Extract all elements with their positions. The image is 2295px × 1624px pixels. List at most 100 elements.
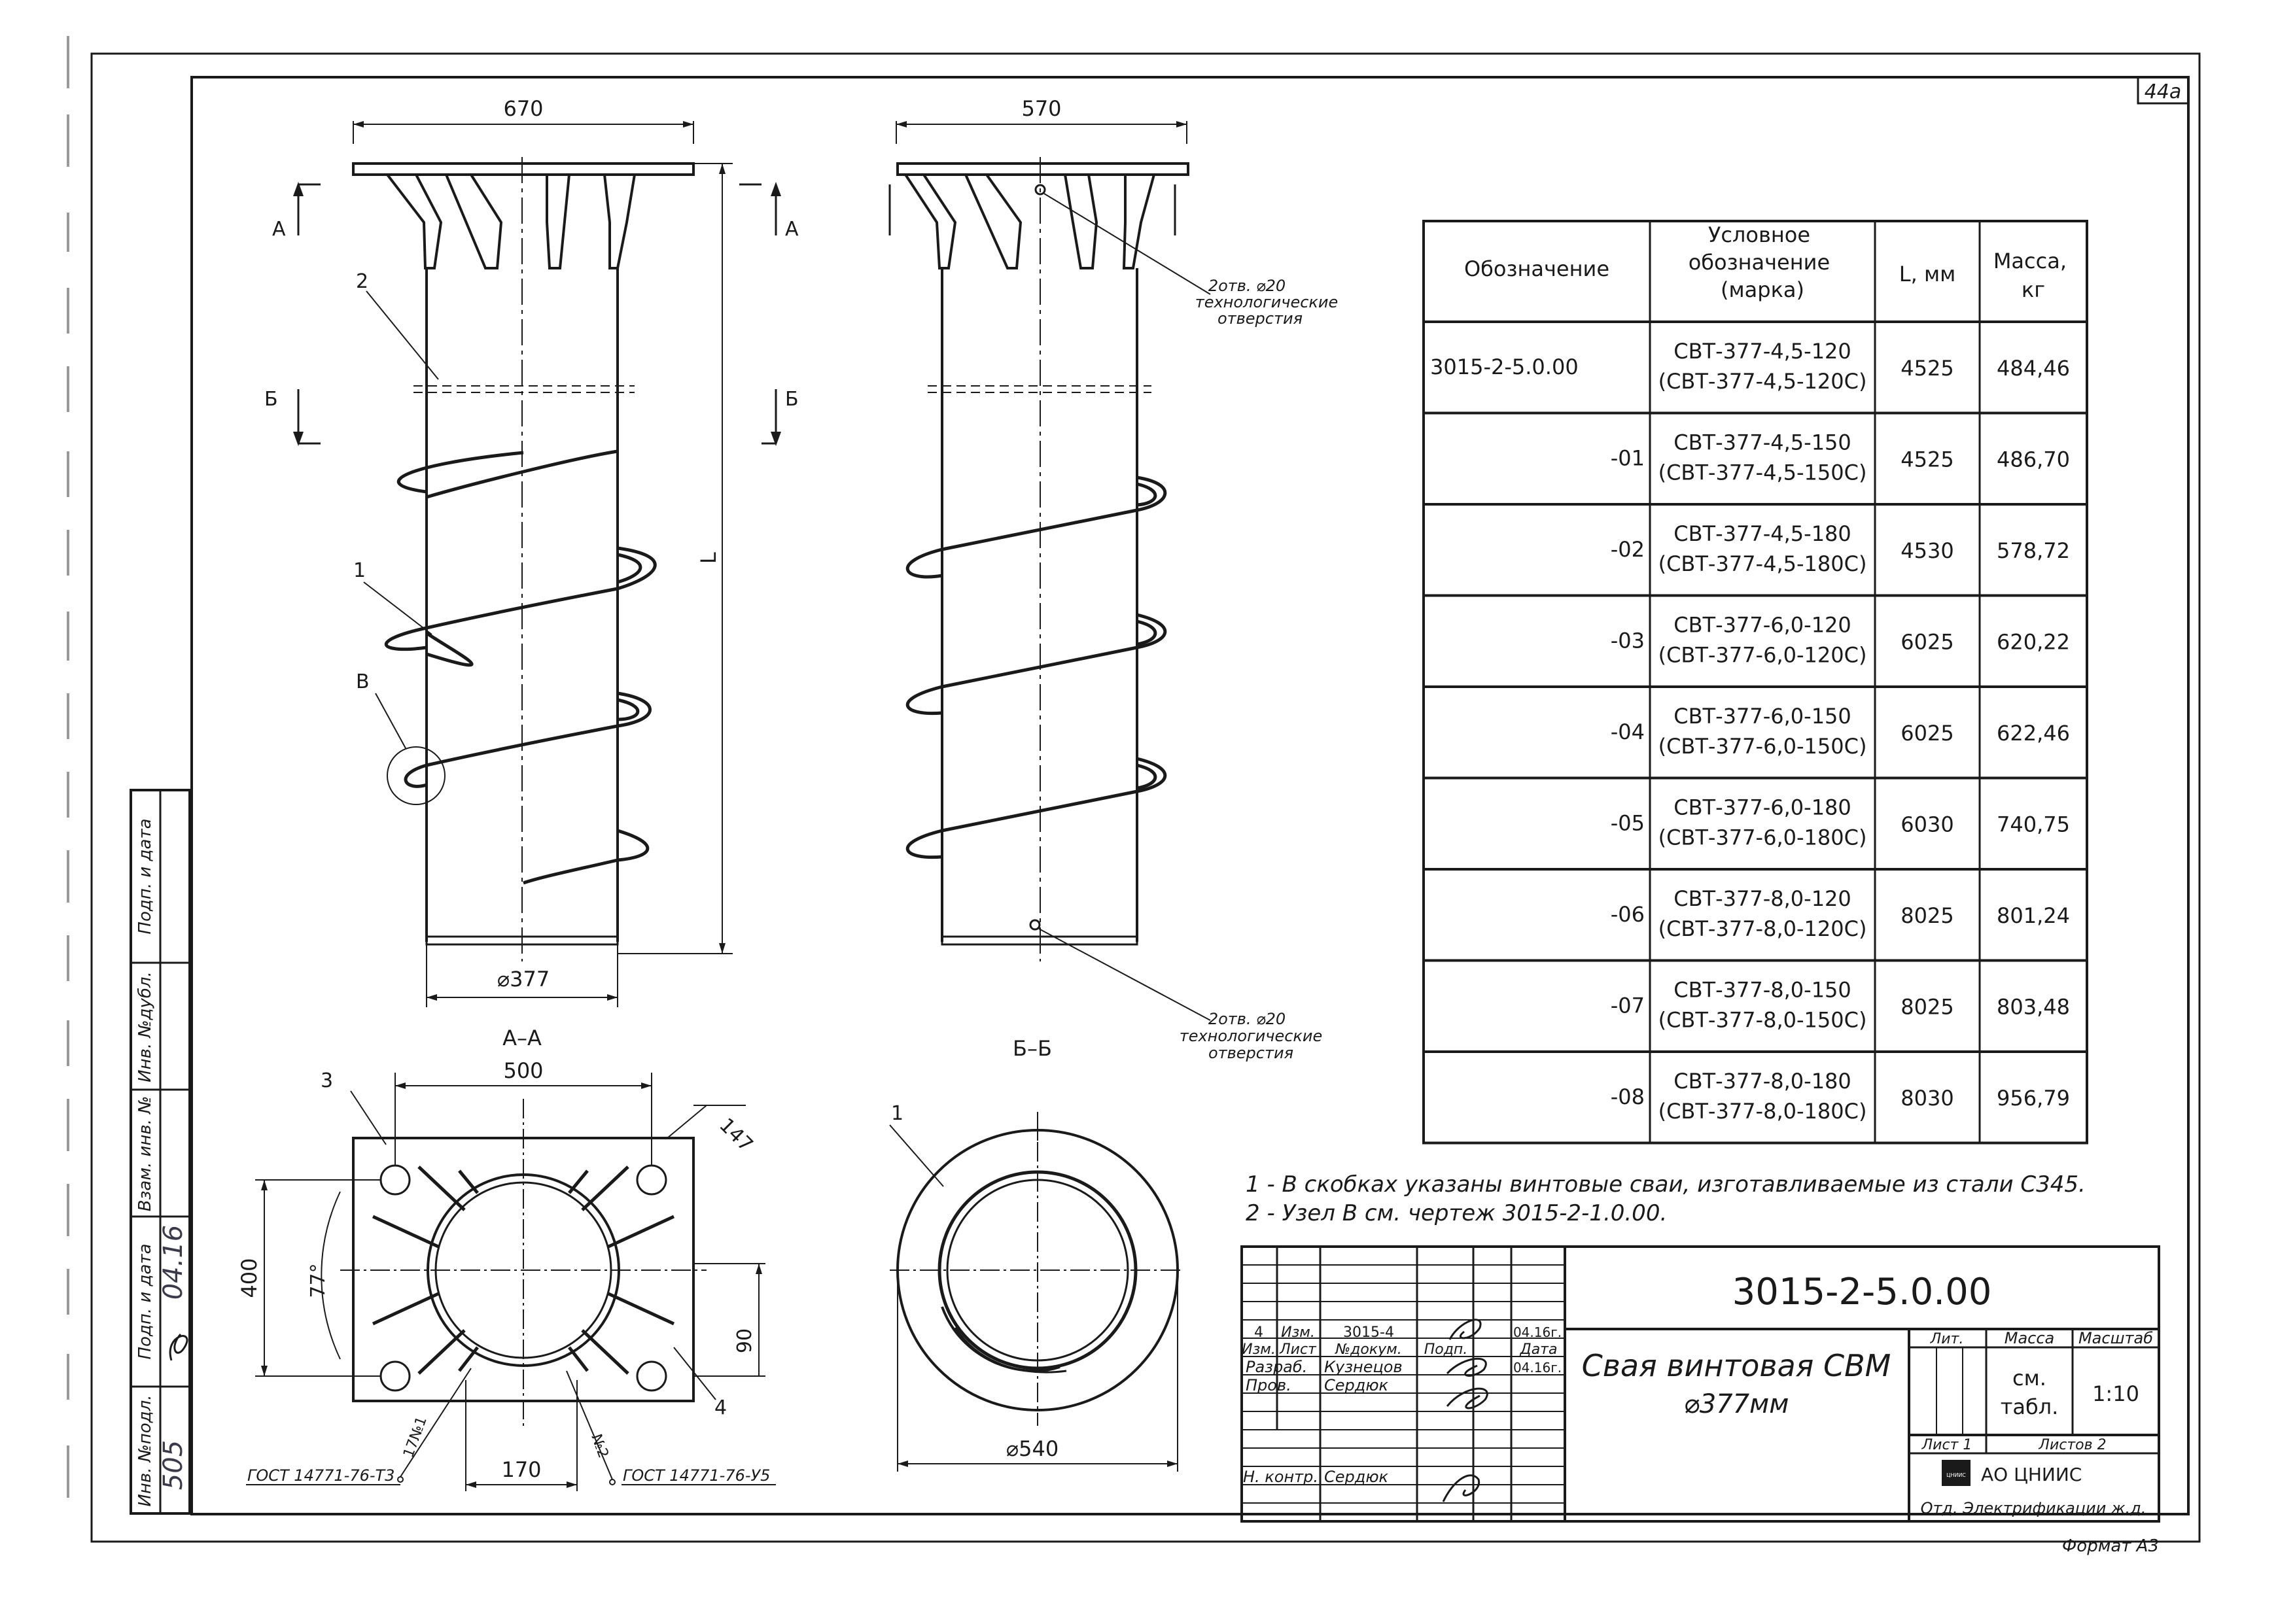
section-bb-title: Б–Б xyxy=(1013,1036,1052,1061)
front-pos-2: 2 xyxy=(356,270,368,293)
page-number: 44a xyxy=(2145,80,2182,103)
sheets-label: Листов 2 xyxy=(2038,1437,2106,1453)
row-mass: 484,46 xyxy=(1997,356,2070,381)
row-mark: СВТ-377-4,5-150 xyxy=(1673,430,1851,455)
hdr-date: Дата xyxy=(1520,1341,1558,1358)
section-aa-angle: 77° xyxy=(307,1263,330,1298)
rev-change: Изм. xyxy=(1281,1324,1315,1341)
row-length: 8025 xyxy=(1901,903,1953,928)
row-mass: 578,72 xyxy=(1997,538,2070,563)
row-length: 4525 xyxy=(1901,356,1953,381)
spec-table: Обозначение Условное обозначение (марка)… xyxy=(1422,220,2088,1145)
hdr-izm: Изм. xyxy=(1242,1341,1276,1358)
row-length: 6025 xyxy=(1901,721,1953,746)
razrab-name: Кузнецов xyxy=(1324,1358,1403,1376)
table-row: -05СВТ-377-6,0-180(СВТ-377-6,0-180С)6030… xyxy=(1422,776,2088,871)
side-note-top-1: 2отв. ⌀20 xyxy=(1208,277,1286,295)
table-row: 3015-2-5.0.00СВТ-377-4,5-120(СВТ-377-4,5… xyxy=(1422,320,2088,415)
table-rows: 3015-2-5.0.00СВТ-377-4,5-120(СВТ-377-4,5… xyxy=(1422,320,2088,1145)
row-mark-alt: (СВТ-377-4,5-120С) xyxy=(1658,369,1867,394)
rev-signature xyxy=(1448,1319,1482,1340)
row-mark-alt: (СВТ-377-8,0-180С) xyxy=(1658,1099,1867,1124)
table-header-mark: Условное обозначение (марка) xyxy=(1689,222,1837,302)
section-aa-pos-3: 3 xyxy=(321,1069,333,1092)
section-aa-weld-2: №2 xyxy=(587,1432,611,1460)
row-designation: -01 xyxy=(1611,446,1645,471)
section-aa-dim-500: 500 xyxy=(503,1058,543,1083)
section-a-a: А–А 500 147 xyxy=(237,1026,776,1491)
lit-label: Лит. xyxy=(1930,1331,1964,1347)
scale-value: 1:10 xyxy=(2092,1381,2139,1406)
row-mass: 801,24 xyxy=(1997,903,2070,928)
format-label: Формат А3 xyxy=(2062,1536,2159,1556)
mark-head-1: Условное xyxy=(1708,222,1810,247)
nkontr-label: Н. контр. xyxy=(1243,1468,1318,1486)
row-designation: -05 xyxy=(1611,811,1645,836)
hdr-doc: №докум. xyxy=(1335,1341,1401,1358)
row-length: 6030 xyxy=(1901,812,1953,837)
side-stamp-label-zam: Взам. инв. № xyxy=(135,1096,155,1212)
side-stamp-label-sign-1: Подп. и дата xyxy=(135,1243,155,1359)
row-mass: 740,75 xyxy=(1997,812,2070,837)
table-row: -01 СВТ-377-4,5-150 (СВТ-377-4,5-150С) 4525… xyxy=(1422,411,2088,506)
note-1: 1 - В скобках указаны винтовые сваи, изг… xyxy=(1246,1171,2086,1198)
section-bb-dim-diameter: ⌀540 xyxy=(1006,1436,1059,1461)
org-logo: ЦНИИС xyxy=(1942,1460,1971,1486)
org-logo-text: ЦНИИС xyxy=(1946,1472,1966,1478)
row-mark-alt: (СВТ-377-4,5-150С) xyxy=(1658,460,1867,485)
row-designation: -04 xyxy=(1611,719,1645,744)
section-aa-dim-90: 90 xyxy=(733,1328,756,1353)
row-length: 4530 xyxy=(1901,538,1953,563)
rev-count: 4 xyxy=(1254,1324,1263,1341)
side-note-bottom-2: технологические xyxy=(1180,1027,1323,1045)
section-b-b: Б–Б 1 ⌀540 xyxy=(889,1036,1184,1472)
row-mass: 486,70 xyxy=(1997,447,2070,472)
hdr-list: Лист xyxy=(1279,1341,1317,1358)
title-block: 4 Изм. 3015-4 04.16г. Изм. Лист №докум. … xyxy=(1240,1245,2160,1523)
scale-label: Масштаб xyxy=(2078,1329,2153,1347)
title-line-2: ⌀377мм xyxy=(1684,1389,1789,1419)
nkontr-signature xyxy=(1442,1474,1480,1502)
mass-value-1: см. xyxy=(2012,1366,2046,1391)
side-stamp-label-sign-2: Подп. и дата xyxy=(135,818,155,934)
row-mark: СВТ-377-8,0-180 xyxy=(1673,1069,1851,1094)
front-dim-width: 670 xyxy=(503,96,543,121)
doc-number: 3015-2-5.0.00 xyxy=(1732,1271,1992,1313)
section-aa-gost-left: ГОСТ 14771-76-Т3 xyxy=(247,1466,394,1485)
row-mark-alt: (СВТ-377-8,0-120С) xyxy=(1658,916,1867,941)
row-designation: -08 xyxy=(1611,1084,1645,1109)
razrab-signature xyxy=(1446,1357,1487,1377)
side-stamp-label-inv: Инв. №подл. xyxy=(135,1394,155,1506)
table-row: -03СВТ-377-6,0-120(СВТ-377-6,0-120С)6025… xyxy=(1422,594,2088,688)
row-designation: -03 xyxy=(1611,629,1645,653)
row-designation: -07 xyxy=(1611,993,1645,1018)
hdr-sign: Подп. xyxy=(1424,1341,1468,1358)
row-mark-alt: (СВТ-377-4,5-180С) xyxy=(1658,551,1867,576)
row-mark: СВТ-377-4,5-180 xyxy=(1673,521,1851,546)
row-mass: 622,46 xyxy=(1997,721,2070,746)
row-length: 4525 xyxy=(1901,447,1953,472)
title-line-1: Свая винтовая СВМ xyxy=(1582,1348,1891,1383)
row-length: 8025 xyxy=(1901,995,1953,1020)
section-aa-dim-400: 400 xyxy=(237,1258,262,1298)
table-header-length: L, мм xyxy=(1899,262,1955,286)
front-section-a-left: А xyxy=(272,218,286,241)
front-pos-b: В xyxy=(356,670,370,693)
row-designation: -06 xyxy=(1611,902,1645,927)
rev-date: 04.16г. xyxy=(1513,1324,1562,1340)
rev-doc: 3015-4 xyxy=(1343,1324,1394,1341)
row-mark: СВТ-377-6,0-120 xyxy=(1673,613,1851,638)
row-mark: СВТ-377-8,0-150 xyxy=(1673,978,1851,1003)
side-note-bottom-3: отверстия xyxy=(1208,1044,1293,1062)
front-pos-1: 1 xyxy=(353,559,366,582)
prov-name: Сердюк xyxy=(1324,1376,1389,1394)
inner-frame xyxy=(190,76,2190,1515)
front-view: 670 А xyxy=(264,96,799,1007)
side-note-top-2: технологические xyxy=(1195,293,1339,311)
section-aa-dim-170: 170 xyxy=(501,1457,541,1482)
row-mark-alt: (СВТ-377-6,0-150С) xyxy=(1658,734,1867,759)
side-stamp-inv-value: 505 xyxy=(158,1440,188,1490)
table-row: -02СВТ-377-4,5-180(СВТ-377-4,5-180С)4530… xyxy=(1422,503,2088,597)
front-section-a-right: А xyxy=(785,218,799,241)
